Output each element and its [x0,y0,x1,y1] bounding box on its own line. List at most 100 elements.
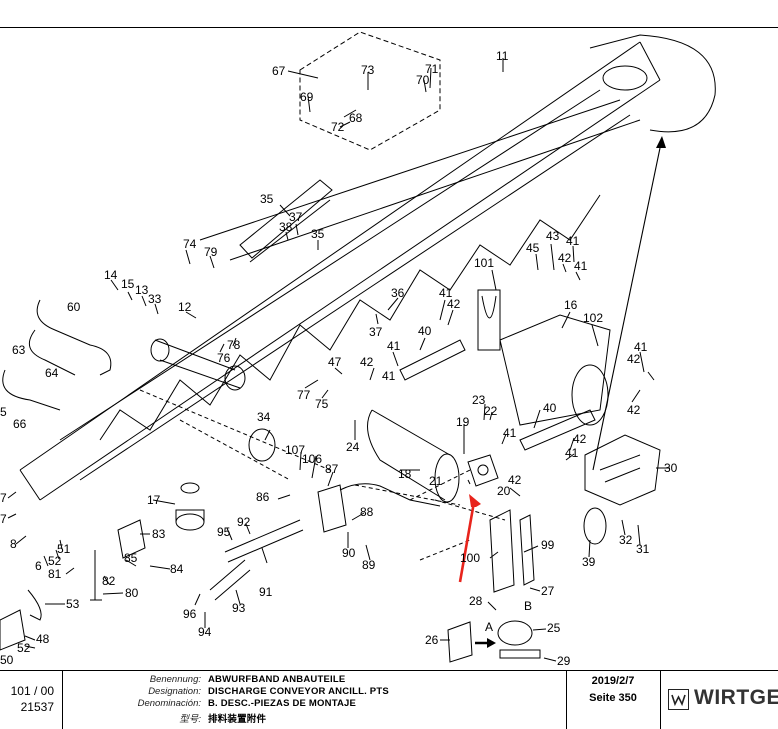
callout-74: 74 [183,237,197,251]
callout-41h: 41 [565,446,579,460]
callout-100: 100 [460,551,480,565]
callout-51: 51 [57,542,71,556]
title-block: 101 / 00 21537 Benennung: ABWURFBAND ANB… [0,670,778,729]
callout-32: 32 [619,533,633,547]
callout-77: 77 [297,388,311,402]
callout-76: 76 [217,351,231,365]
detail-arrow-a [475,638,496,648]
callout-96: 96 [183,607,197,621]
callout-69: 69 [300,90,314,104]
exploded-parts-drawing: 67 73 71 70 69 68 72 11 35 37 38 35 74 7… [0,31,716,668]
callout-41a: 41 [566,234,580,248]
callout-78: 78 [227,338,241,352]
callout-102: 102 [583,311,603,325]
callout-34: 34 [257,410,271,424]
callout-60: 60 [67,300,81,314]
callout-90: 90 [342,546,356,560]
callout-27: 27 [541,584,555,598]
designation-key-es: Denominación: [137,698,201,709]
callout-31: 31 [636,542,650,556]
designation-value-en: DISCHARGE CONVEYOR ANCILL. PTS [208,686,389,697]
callout-40b: 40 [543,401,557,415]
callout-41b: 41 [574,259,588,273]
callout-84: 84 [170,562,184,576]
callout-92: 92 [237,515,251,529]
callout-12: 12 [178,300,192,314]
callout-41c: 41 [439,286,453,300]
black-pointer-arrow [592,136,666,471]
reference-line-1: 101 / 00 [10,684,54,698]
callout-53: 53 [66,597,80,611]
callout-85: 85 [124,551,138,565]
callout-42g: 42 [508,473,522,487]
page-number: Seite 350 [589,692,637,704]
designation-row-de: Benennung: ABWURFBAND ANBAUTEILE [62,674,566,686]
detail-letter-a: A [485,620,493,634]
callout-42e: 42 [627,403,641,417]
callout-67: 67 [272,64,286,78]
designation-value-de: ABWURFBAND ANBAUTEILE [208,674,346,685]
callout-82: 82 [102,574,116,588]
callout-37b: 37 [369,325,383,339]
callout-29: 29 [557,654,571,668]
callout-40a: 40 [418,324,432,338]
callout-81: 81 [48,567,62,581]
callout-89: 89 [362,558,376,572]
callout-63: 63 [12,343,26,357]
red-pointer-arrow [458,494,481,583]
callout-93: 93 [232,601,246,615]
designation-block: Benennung: ABWURFBAND ANBAUTEILE Designa… [62,671,567,729]
wirtgen-logo-icon [668,689,689,710]
callout-22: 22 [484,404,498,418]
callout-17: 17 [147,493,161,507]
callout-107: 107 [285,443,305,457]
brand-block: WIRTGE [660,671,778,729]
designation-row-zh: 型号: 排料装置附件 [62,711,566,725]
callout-42d: 42 [627,352,641,366]
callout-99: 99 [541,538,555,552]
callout-14: 14 [104,268,118,282]
callout-42f: 42 [573,432,587,446]
designation-key-en: Designation: [148,686,201,697]
callout-68: 68 [349,111,363,125]
callout-19: 19 [456,415,470,429]
callout-79: 79 [204,245,218,259]
callout-41d: 41 [387,339,401,353]
callout-39: 39 [582,555,596,569]
callout-48: 48 [36,632,50,646]
callout-7: 7 [0,491,7,505]
top-frame-line [0,27,778,28]
designation-value-zh: 排料装置附件 [208,714,267,725]
designation-row-en: Designation: DISCHARGE CONVEYOR ANCILL. … [62,686,566,698]
callout-80: 80 [125,586,139,600]
callout-95: 95 [217,525,231,539]
callout-91: 91 [259,585,273,599]
callout-106: 106 [302,452,322,466]
callout-labels: 67 73 71 70 69 68 72 11 35 37 38 35 74 7… [0,49,678,668]
callout-20: 20 [497,484,511,498]
callout-87: 87 [325,462,339,476]
callout-71: 71 [425,62,439,76]
callout-86: 86 [256,490,270,504]
callout-35a: 35 [260,192,274,206]
callout-52a: 52 [17,641,31,655]
callout-35b: 35 [311,227,325,241]
callout-8: 8 [10,537,17,551]
callout-94: 94 [198,625,212,639]
callout-45: 45 [526,241,540,255]
callout-6: 6 [35,559,42,573]
drawing-reference: 101 / 00 21537 [0,671,63,729]
callout-41f: 41 [634,340,648,354]
callout-42a: 42 [558,251,572,265]
callout-24: 24 [346,440,360,454]
callout-36: 36 [391,286,405,300]
designation-key-de: Benennung: [149,674,201,685]
callout-25: 25 [547,621,561,635]
callout-101: 101 [474,256,494,270]
callout-15: 15 [121,277,135,291]
callout-50: 50 [0,653,14,667]
callout-43: 43 [546,229,560,243]
callout-7b: 7 [0,512,7,526]
reference-line-2: 21537 [20,700,54,714]
callout-73: 73 [361,63,375,77]
